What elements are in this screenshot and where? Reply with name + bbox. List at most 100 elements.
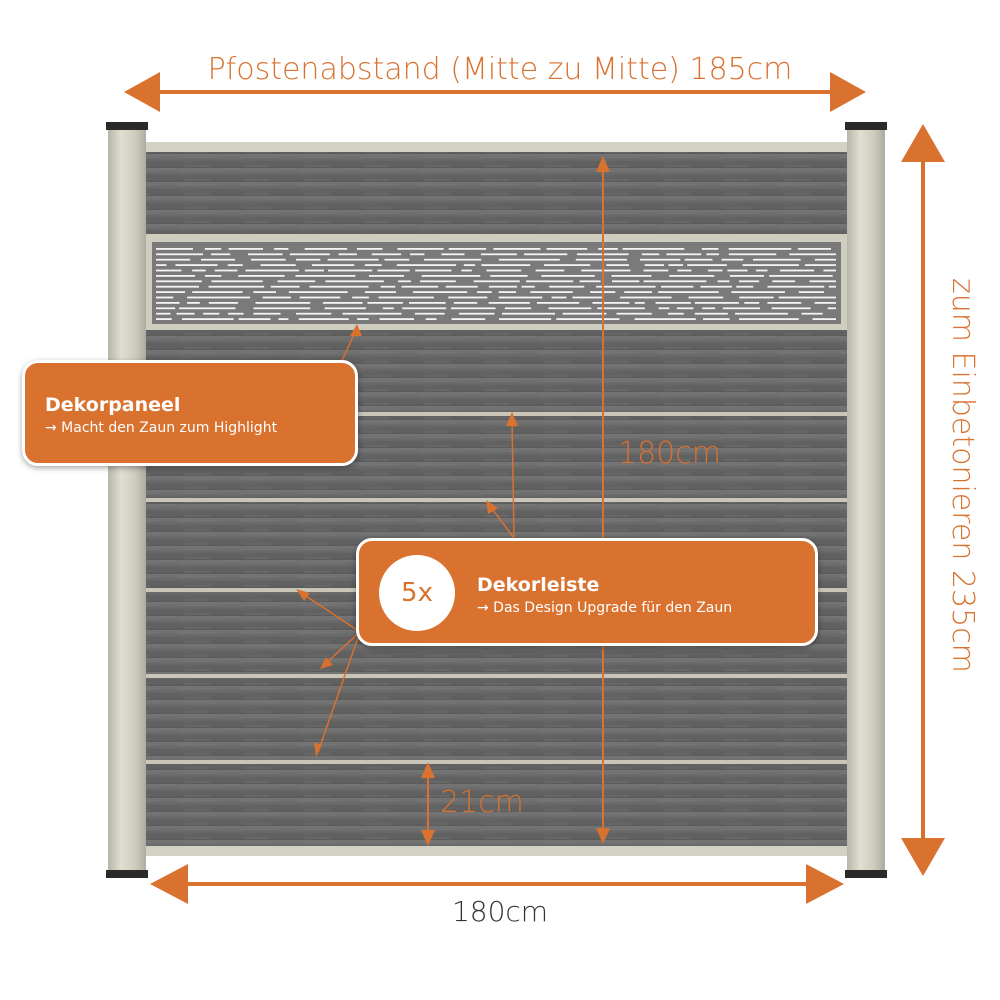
panel-slot <box>801 312 823 315</box>
panel-slot <box>384 258 410 261</box>
panel-slot <box>156 258 191 261</box>
decor-strip <box>146 498 847 502</box>
panel-slot <box>581 269 631 272</box>
panel-slot <box>324 307 366 310</box>
panel-slot <box>253 307 311 310</box>
panel-slot <box>424 258 482 261</box>
panel-slot <box>473 280 520 283</box>
decor-panel-callout: Dekorpaneel → Macht den Zaun zum Highlig… <box>22 360 358 466</box>
panel-slot <box>295 275 356 277</box>
panel-slot <box>367 302 403 304</box>
panel-slot <box>415 269 452 272</box>
panel-slot <box>451 318 486 320</box>
post-length-label: zum Einbetonieren 235cm <box>945 278 980 673</box>
panel-slot <box>789 253 836 256</box>
panel-slot <box>299 296 341 299</box>
panel-slot <box>687 264 727 266</box>
decor-strip-subtitle: → Das Design Upgrade für den Zaun <box>477 600 733 616</box>
panel-slot <box>728 248 792 250</box>
panel-slot <box>541 275 595 277</box>
decor-strip-callout: 5x Dekorleiste → Das Design Upgrade für … <box>356 538 818 646</box>
decor-strip <box>146 412 847 416</box>
panel-slot <box>156 318 172 320</box>
panel-slot <box>228 248 263 250</box>
panel-slot <box>250 258 286 261</box>
panel-slot <box>309 285 369 288</box>
panel-slot <box>253 312 281 315</box>
height-label: 180cm <box>618 436 721 471</box>
right-post-cap-bottom <box>845 870 887 878</box>
panel-slot <box>526 280 574 283</box>
panel-slot <box>441 253 465 256</box>
panel-slot <box>342 312 402 315</box>
panel-slot <box>684 258 713 261</box>
panel-slot <box>634 318 696 320</box>
plank <box>146 152 847 234</box>
panel-slot <box>596 285 656 288</box>
panel-slot <box>413 291 468 293</box>
panel-slot <box>156 264 167 266</box>
width-label: 180cm <box>451 895 549 928</box>
double-arrow-vertical-icon <box>901 124 945 876</box>
decor-strip-text: Dekorleiste → Das Design Upgrade für den… <box>477 573 732 619</box>
panel-slot <box>797 248 831 250</box>
panel-slot <box>676 307 694 310</box>
panel-slot <box>410 253 425 256</box>
panel-slot <box>575 258 627 261</box>
double-arrow-horizontal-icon <box>150 864 844 904</box>
panel-slot <box>739 296 774 299</box>
panel-slot <box>214 269 238 272</box>
panel-slot <box>262 296 291 299</box>
panel-slot <box>611 275 652 277</box>
panel-slot <box>579 280 601 283</box>
panel-slot <box>238 318 271 320</box>
panel-slot <box>401 285 439 288</box>
panel-slot <box>620 296 672 299</box>
panel-slot <box>812 318 836 320</box>
right-post <box>847 126 885 874</box>
post-spacing-label: Pfostenabstand (Mitte zu Mitte) 185cm <box>207 52 793 87</box>
panel-slot <box>616 312 652 315</box>
panel-slot <box>402 307 447 310</box>
panel-slot <box>752 258 801 261</box>
panel-slot <box>398 280 411 283</box>
panel-slot <box>156 275 195 277</box>
panel-slot <box>255 302 311 304</box>
panel-slot <box>248 253 283 256</box>
panel-slot <box>543 264 591 266</box>
panel-slot <box>311 264 355 266</box>
panel-slot <box>499 318 552 320</box>
panel-slot <box>530 291 573 293</box>
panel-slot <box>382 307 394 310</box>
panel-slot <box>327 258 379 261</box>
panel-slot <box>669 275 715 277</box>
panel-slot <box>245 269 299 272</box>
panel-slot <box>208 285 265 288</box>
panel-slot <box>486 269 522 272</box>
panel-slot <box>535 269 565 272</box>
panel-slot <box>661 285 694 288</box>
panel-slot <box>828 285 836 288</box>
panel-slot <box>397 248 444 250</box>
panel-slot <box>809 280 836 283</box>
panel-slot <box>498 258 560 261</box>
panel-slot <box>814 258 836 261</box>
panel-slot <box>304 248 348 250</box>
panel-slot <box>187 302 200 304</box>
panel-slot <box>779 269 815 272</box>
left-post-cap-top <box>106 122 148 130</box>
panel-slot <box>228 312 244 315</box>
panel-slot <box>378 296 434 299</box>
panel-slot <box>461 269 472 272</box>
panel-slot <box>463 264 476 266</box>
panel-slot <box>156 296 174 299</box>
panel-slot <box>548 307 592 310</box>
panel-slot <box>179 307 236 310</box>
panel-slot <box>156 307 176 310</box>
panel-slot <box>655 302 691 304</box>
panel-slot <box>356 248 383 250</box>
panel-slot <box>182 318 234 320</box>
panel-slot <box>453 302 478 304</box>
panel-slot <box>156 253 203 256</box>
